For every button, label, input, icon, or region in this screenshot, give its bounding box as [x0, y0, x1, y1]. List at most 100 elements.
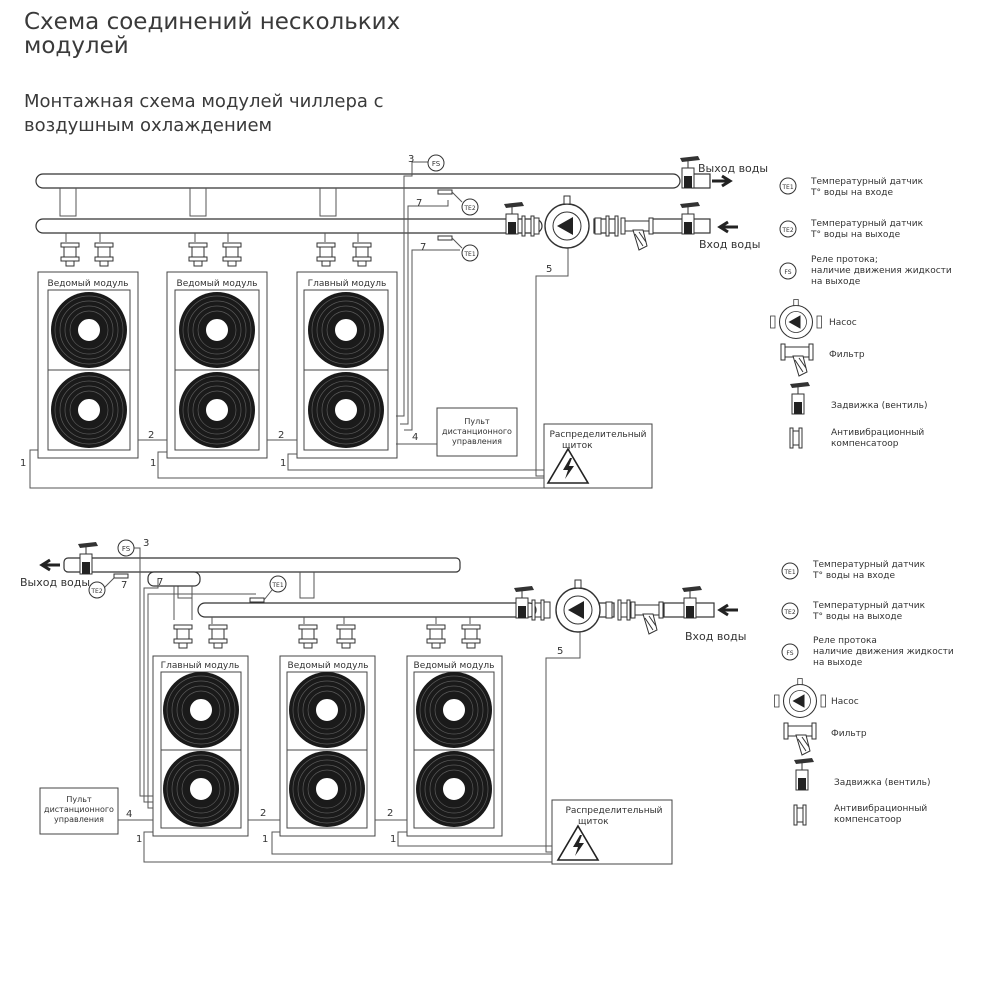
arrow-icon [717, 603, 738, 617]
fan-icon [178, 291, 256, 369]
diagram-2: Главный модуль Ведомый модуль Ведомый мо… [20, 538, 746, 865]
line-number: 1 [136, 834, 142, 845]
module-flange [298, 624, 318, 649]
legend-fs: Реле протока [813, 636, 877, 646]
legend-2: TE1 Температурный датчик T° воды на вход… [773, 560, 954, 826]
water-outlet-label: Выход воды [698, 162, 768, 175]
module-flange [352, 242, 372, 267]
compensator-icon [617, 599, 631, 621]
legend-comp: компенсатоор [831, 439, 899, 449]
legend-te1: T° воды на входе [812, 571, 895, 581]
module-label: Главный модуль [308, 279, 387, 289]
te2-sensor-label: TE2 [463, 205, 475, 212]
te2-icon-label: TE2 [783, 609, 795, 616]
legend-1: TE1 Температурный датчик T° воды на вход… [769, 177, 952, 449]
te2-sensor [461, 198, 479, 216]
panel-label: Распределительный [549, 430, 646, 440]
return-pipe [35, 218, 543, 234]
module-2: Ведомый модуль [279, 655, 376, 837]
pump-icon [769, 298, 823, 340]
legend-fs: наличие движения жидкости [813, 647, 954, 657]
module-flange [173, 624, 193, 649]
remote-control-box [39, 787, 119, 835]
legend-valve: Задвижка (вентиль) [834, 778, 930, 788]
legend-valve: Задвижка (вентиль) [831, 401, 927, 411]
filter-icon [780, 343, 814, 377]
module-flange [461, 624, 481, 649]
module-flange [60, 242, 80, 267]
valve-icon [789, 381, 811, 415]
legend-fs: Реле протока; [811, 255, 878, 265]
filter-icon [620, 217, 654, 251]
arrow-icon [39, 558, 60, 572]
module-flange [208, 624, 228, 649]
fan-icon [288, 750, 366, 828]
fs-sensor-label: FS [432, 160, 441, 168]
module-3: Ведомый модуль [406, 655, 503, 837]
te1-sensor [269, 575, 287, 593]
arrow-icon [712, 174, 733, 188]
remote-label: Пульт [66, 795, 92, 804]
fan-icon [307, 371, 385, 449]
fan-icon [415, 671, 493, 749]
legend-te2: T° воды на выходе [810, 230, 901, 240]
line-number: 1 [280, 458, 286, 469]
legend-fs: наличие движения жидкости [811, 266, 952, 276]
te1-sensor-label: TE1 [271, 582, 283, 589]
compensator-icon [531, 599, 545, 621]
fs-sensor-label: FS [122, 545, 131, 553]
line-number: 3 [408, 154, 414, 165]
fan-icon [50, 291, 128, 369]
module-label: Ведомый модуль [48, 279, 129, 289]
legend-te2: Температурный датчик [812, 601, 926, 611]
line-number: 1 [262, 834, 268, 845]
panel-label: щиток [578, 817, 609, 827]
line-number: 7 [121, 580, 127, 591]
remote-label: дистанционного [44, 805, 114, 814]
legend-fs: на выходе [811, 277, 861, 287]
te2-sensor-label: TE2 [90, 588, 102, 595]
module-label: Ведомый модуль [288, 661, 369, 671]
legend-fs: на выходе [813, 658, 863, 668]
remote-label: управления [452, 437, 502, 446]
return-pipe [197, 602, 537, 618]
module-1: Главный модуль [152, 655, 249, 837]
legend-comp: Антивибрационный [831, 428, 924, 438]
module-flange [188, 242, 208, 267]
supply-pipe [35, 173, 681, 189]
line-number: 5 [557, 646, 563, 657]
module-3: Главный модуль [296, 271, 398, 459]
legend-filter: Фильтр [829, 350, 865, 360]
line-number: 7 [416, 198, 422, 209]
compensator-icon [789, 427, 803, 449]
supply-pipe-end [691, 173, 711, 189]
remote-control-box [436, 407, 518, 457]
fan-icon [162, 750, 240, 828]
fan-icon [415, 750, 493, 828]
water-inlet-label: Вход воды [699, 238, 760, 251]
line-number: 2 [387, 808, 393, 819]
te1-sensor-label: TE1 [463, 251, 475, 258]
legend-te2: T° воды на выходе [812, 612, 903, 622]
te2-sensor [88, 581, 106, 599]
line-number: 1 [20, 458, 26, 469]
pump-icon [532, 195, 602, 249]
remote-label: дистанционного [442, 427, 512, 436]
page-subtitle: Монтажная схема модулей чиллера с воздуш… [24, 91, 384, 136]
module-flange [316, 242, 336, 267]
legend-comp: Антивибрационный [834, 804, 927, 814]
panel-label: щиток [562, 441, 593, 451]
module-label: Ведомый модуль [414, 661, 495, 671]
module-flange [94, 242, 114, 267]
legend-te1: Температурный датчик [810, 177, 924, 187]
legend-pump: Насос [829, 318, 857, 328]
line-number: 4 [126, 809, 132, 820]
arrow-icon [717, 220, 738, 234]
line-number: 7 [157, 577, 163, 588]
water-outlet-label: Выход воды [20, 576, 90, 589]
pump-icon [773, 677, 827, 719]
page-title: Схема соединений нескольких модулей [24, 9, 401, 59]
te1-icon-label: TE1 [783, 569, 795, 576]
supply-pipe [63, 557, 461, 573]
